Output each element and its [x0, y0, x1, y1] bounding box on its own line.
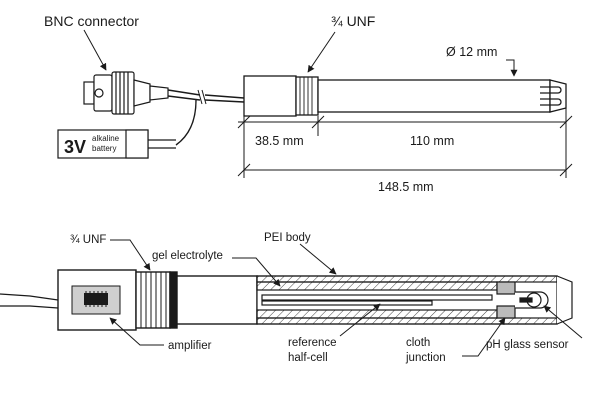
cable-bottom: [0, 293, 59, 309]
battery-type-line1: alkaline: [92, 134, 120, 143]
thread-leader-top: [307, 31, 336, 73]
bnc-connector-leader: [83, 29, 107, 71]
dimension-cap: 38.5 mm: [255, 134, 304, 148]
thread-label-bottom: ¾ UNF: [70, 234, 106, 246]
amplifier-chip: [71, 285, 121, 315]
ph-sensor-label: pH glass sensor: [486, 339, 569, 351]
diameter-leader: [506, 59, 518, 77]
dimension-total: 148.5 mm: [378, 180, 434, 194]
battery-type-line2: battery: [92, 144, 116, 153]
reference-label-line2: half-cell: [288, 352, 328, 364]
probe-top: [243, 75, 567, 117]
bnc-connector-label: BNC connector: [44, 13, 139, 29]
amplifier-leader: [109, 317, 164, 346]
gel-electrolyte-leader: [232, 257, 281, 287]
junction-leader: [462, 317, 506, 357]
pei-body-label: PEI body: [264, 232, 311, 244]
battery: 3V alkaline battery: [57, 129, 176, 159]
probe-cap-bottom: [57, 269, 258, 331]
battery-voltage: 3V: [64, 137, 86, 157]
reference-label-line1: reference: [288, 337, 337, 349]
cable: [167, 89, 245, 146]
dimension-lines: [237, 108, 573, 178]
pei-body-leader: [299, 243, 337, 275]
thread-leader-bottom: [110, 239, 151, 271]
diameter-label: Ø 12 mm: [446, 45, 497, 59]
pei-body: [256, 275, 573, 325]
junction-label-line1: cloth: [406, 337, 430, 349]
junction-label-line2: junction: [405, 352, 446, 364]
ph-sensor-leader: [543, 305, 583, 339]
reference-leader: [339, 303, 381, 337]
bnc-connector: [83, 71, 169, 115]
amplifier-label: amplifier: [168, 340, 212, 352]
thread-label-top: ¾ UNF: [331, 13, 375, 29]
dimension-body: 110 mm: [410, 134, 454, 148]
gel-electrolyte-label: gel electrolyte: [152, 250, 223, 262]
